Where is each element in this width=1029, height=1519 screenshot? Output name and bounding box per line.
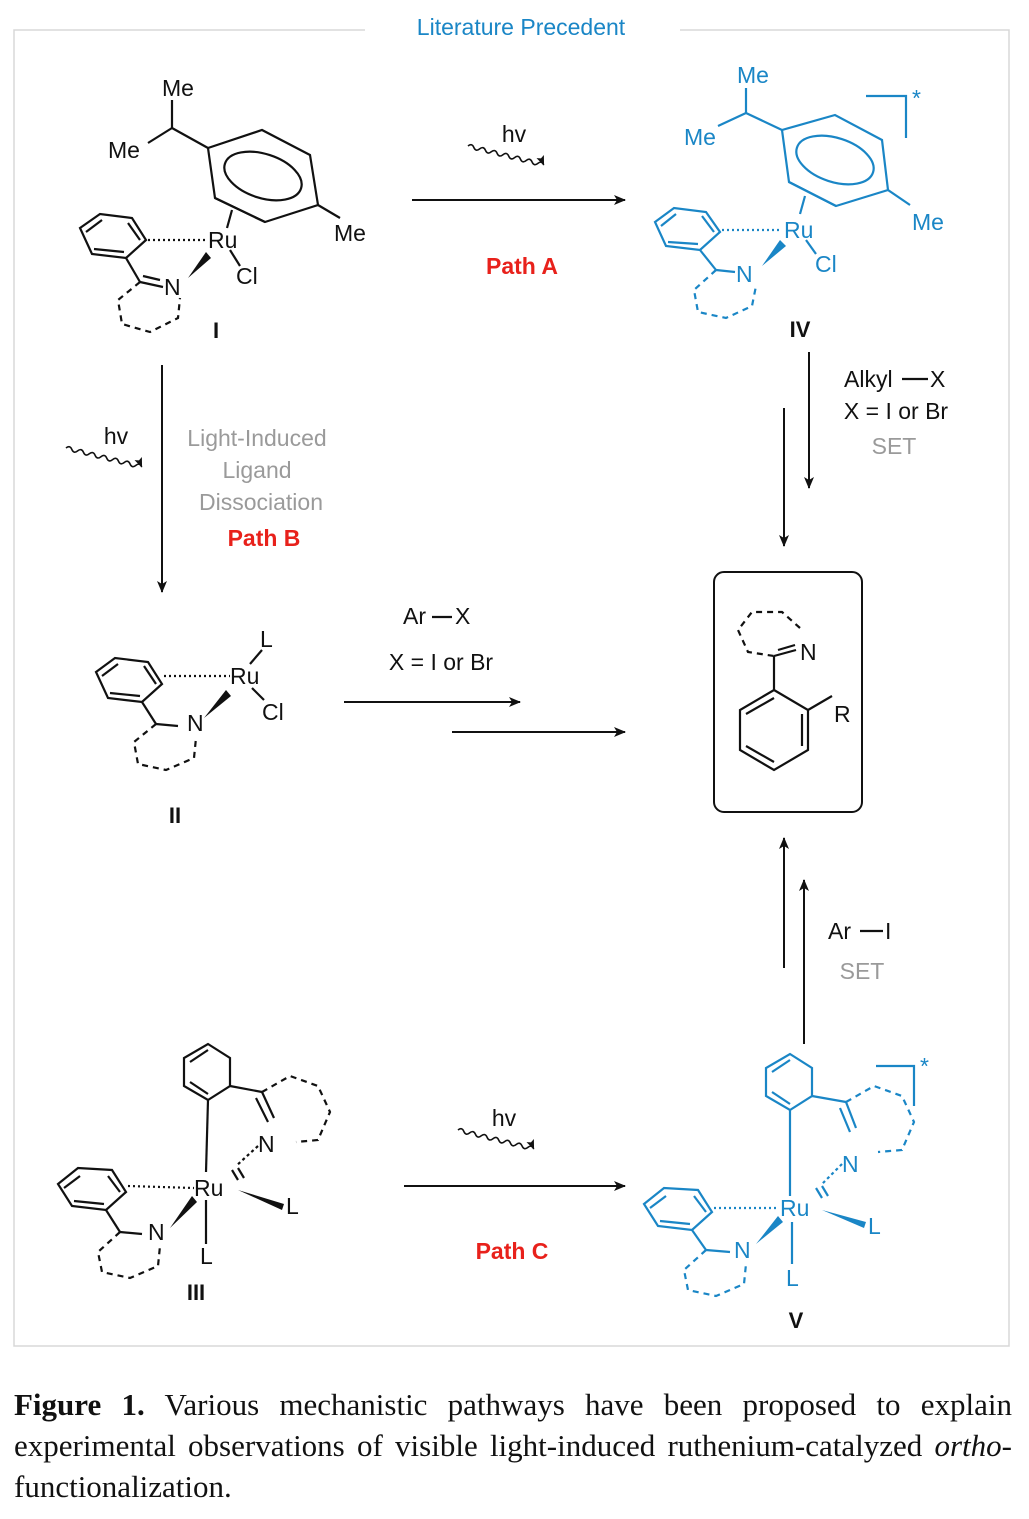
aryl-reagent-condition: X = I or Br bbox=[389, 649, 494, 675]
alkyl-reagent-x: X bbox=[930, 366, 945, 392]
alkyl-reagent-set: SET bbox=[872, 433, 917, 459]
path-a-label: Path A bbox=[486, 253, 558, 279]
figure-caption: Figure 1. Various mechanistic pathways h… bbox=[14, 1384, 1012, 1507]
compound-III-ru: Ru bbox=[194, 1175, 223, 1201]
compound-IV-structure bbox=[653, 88, 911, 320]
compound-V-ru: Ru bbox=[780, 1195, 809, 1221]
path-b-wavy-arrow bbox=[65, 445, 143, 468]
compound-IV-me-left: Me bbox=[684, 124, 716, 150]
product-r: R bbox=[834, 701, 851, 727]
alkyl-reagent-condition: X = I or Br bbox=[844, 398, 949, 424]
compound-V-star: * bbox=[920, 1053, 929, 1079]
compound-I-label: I bbox=[213, 318, 219, 343]
compound-I-cl: Cl bbox=[236, 263, 258, 289]
compound-V-l-bottom: L bbox=[786, 1265, 799, 1291]
compound-V-structure bbox=[642, 1052, 916, 1298]
compound-II-l: L bbox=[260, 626, 273, 652]
caption-text-before: Various mechanistic pathways have been p… bbox=[14, 1387, 1013, 1463]
path-b-desc-line1: Light-Induced bbox=[187, 425, 326, 451]
compound-IV-star: * bbox=[912, 85, 921, 111]
compound-V-n-bottom: N bbox=[734, 1237, 751, 1263]
compound-V-label: V bbox=[789, 1308, 804, 1333]
compound-I-me-top: Me bbox=[162, 75, 194, 101]
scheme-header: Literature Precedent bbox=[417, 14, 626, 40]
compound-I-structure bbox=[78, 100, 341, 334]
compound-III-n-top: N bbox=[258, 1131, 275, 1157]
alkyl-reagent-alkyl: Alkyl bbox=[844, 366, 893, 392]
ari-reagent-i: I bbox=[885, 918, 891, 944]
compound-III-structure bbox=[56, 1042, 332, 1280]
compound-I-n: N bbox=[164, 274, 181, 300]
path-b-desc-line2: Ligand bbox=[222, 457, 291, 483]
compound-IV-n: N bbox=[736, 261, 753, 287]
scheme-frame bbox=[13, 29, 1010, 1347]
ari-reagent-ar: Ar bbox=[828, 918, 851, 944]
compound-II-ru: Ru bbox=[230, 663, 259, 689]
path-c-hv: hv bbox=[492, 1105, 517, 1131]
product-n: N bbox=[800, 639, 817, 665]
compound-IV-ru: Ru bbox=[784, 217, 813, 243]
path-b-hv: hv bbox=[104, 423, 129, 449]
path-a-wavy-arrow bbox=[467, 143, 545, 166]
product-box bbox=[713, 571, 863, 813]
compound-IV-me-top: Me bbox=[737, 62, 769, 88]
compound-II-n: N bbox=[187, 710, 204, 736]
compound-I-me-right: Me bbox=[334, 220, 366, 246]
compound-I-me-left: Me bbox=[108, 137, 140, 163]
compound-II-label: II bbox=[169, 803, 181, 828]
compound-IV-cl: Cl bbox=[815, 251, 837, 277]
aryl-reagent-x: X bbox=[455, 603, 470, 629]
compound-V-n-top: N bbox=[842, 1151, 859, 1177]
compound-IV-me-right: Me bbox=[912, 209, 944, 235]
compound-I-ru: Ru bbox=[208, 227, 237, 253]
compound-III-label: III bbox=[187, 1280, 205, 1305]
caption-text-after: -functionalization. bbox=[14, 1428, 1012, 1504]
compound-IV-label: IV bbox=[790, 317, 811, 342]
reaction-scheme: Literature Precedent Me Me Me Ru Cl N I bbox=[13, 14, 1010, 1347]
ari-reagent-set: SET bbox=[840, 958, 885, 984]
aryl-reagent-ar: Ar bbox=[403, 603, 426, 629]
path-c-wavy-arrow bbox=[457, 1127, 535, 1150]
caption-italic: ortho bbox=[934, 1428, 1002, 1463]
compound-III-n-bottom: N bbox=[148, 1219, 165, 1245]
compound-II-structure bbox=[94, 649, 265, 772]
path-b-label: Path B bbox=[228, 525, 301, 551]
product-structure bbox=[736, 610, 833, 772]
figure-label: Figure 1. bbox=[14, 1387, 145, 1422]
path-c-label: Path C bbox=[476, 1238, 549, 1264]
compound-III-l-right: L bbox=[286, 1193, 299, 1219]
path-b-desc-line3: Dissociation bbox=[199, 489, 323, 515]
compound-III-l-bottom: L bbox=[200, 1243, 213, 1269]
compound-II-cl: Cl bbox=[262, 699, 284, 725]
compound-V-l-right: L bbox=[868, 1213, 881, 1239]
path-a-hv: hv bbox=[502, 121, 527, 147]
